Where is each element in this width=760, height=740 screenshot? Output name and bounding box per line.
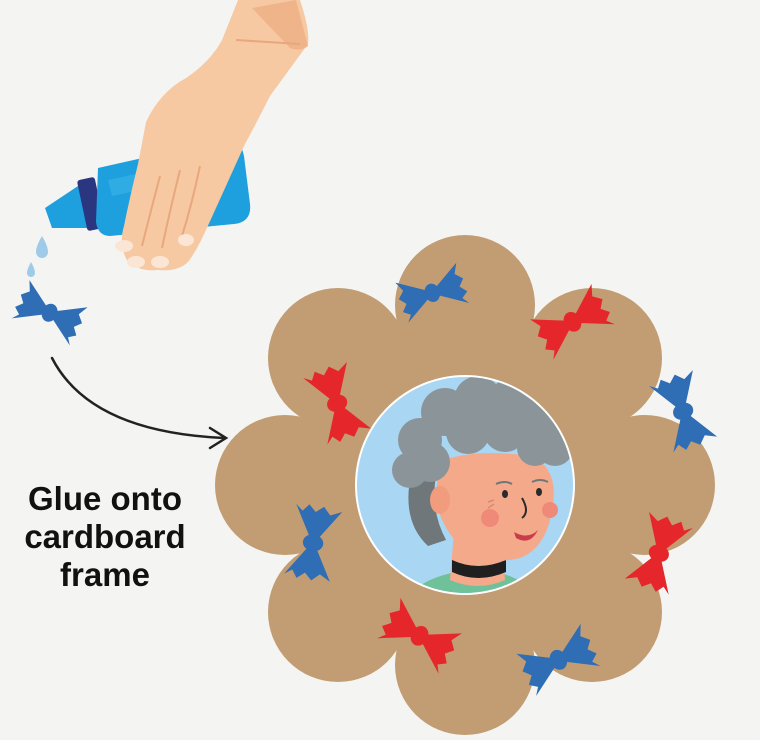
caption-line-1: Glue onto [0, 480, 210, 518]
bowtie-pasta-icon [10, 279, 89, 346]
hand-icon [115, 0, 308, 270]
curved-arrow-icon [52, 358, 226, 448]
instruction-caption: Glue onto cardboard frame [0, 480, 210, 594]
caption-line-3: frame [0, 556, 210, 594]
glue-drop-icon [27, 236, 48, 277]
caption-line-2: cardboard [0, 518, 210, 556]
